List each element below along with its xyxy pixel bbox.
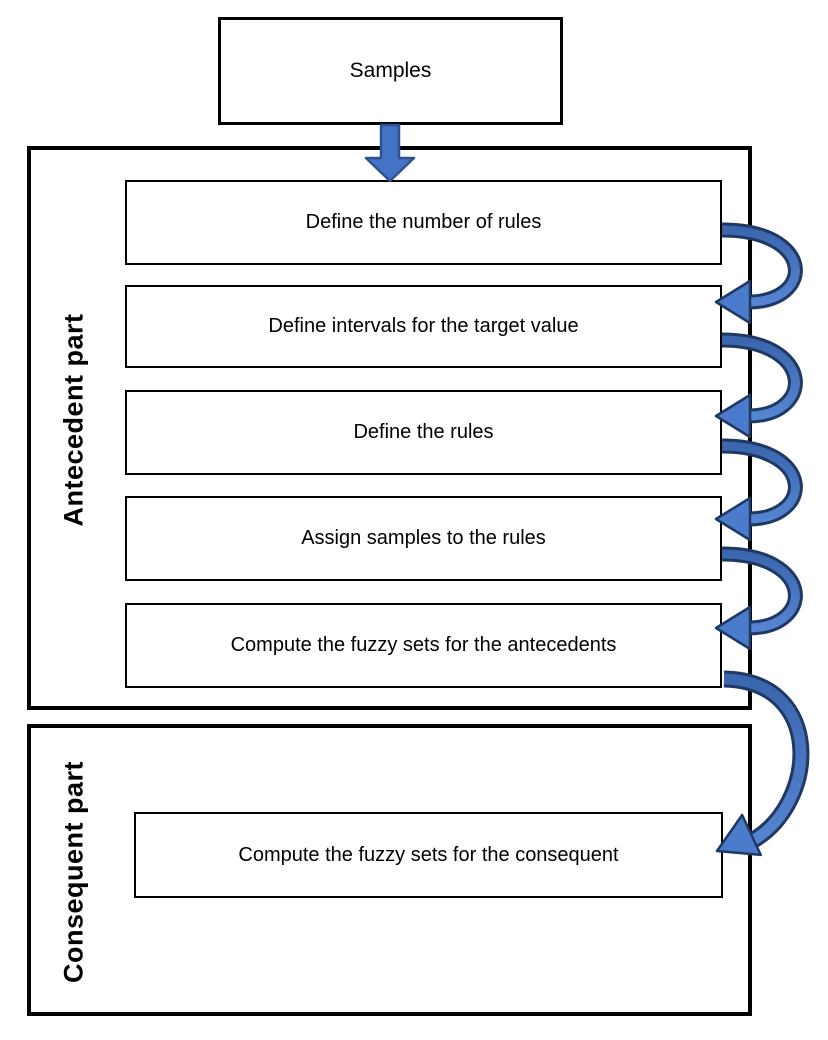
step-compute-fuzzy-sets-consequent: Compute the fuzzy sets for the consequen… xyxy=(134,812,723,898)
step-label: Compute the fuzzy sets for the anteceden… xyxy=(230,634,617,656)
step-label: Compute the fuzzy sets for the consequen… xyxy=(238,843,619,866)
step-label: Assign samples to the rules xyxy=(301,527,546,549)
samples-label: Samples xyxy=(349,59,432,82)
step-label: Define the rules xyxy=(353,421,494,443)
step-define-the-rules: Define the rules xyxy=(125,390,722,475)
step-compute-fuzzy-sets-antecedents: Compute the fuzzy sets for the anteceden… xyxy=(125,603,722,688)
step-define-number-of-rules: Define the number of rules xyxy=(125,180,722,265)
antecedent-part-label: Antecedent part xyxy=(58,313,89,527)
consequent-part-label: Consequent part xyxy=(58,760,89,984)
step-assign-samples-to-rules: Assign samples to the rules xyxy=(125,496,722,581)
step-define-intervals-target-value: Define intervals for the target value xyxy=(125,285,722,368)
step-label: Define the number of rules xyxy=(305,211,542,233)
step-label: Define intervals for the target value xyxy=(268,315,579,337)
samples-box: Samples xyxy=(218,17,563,125)
